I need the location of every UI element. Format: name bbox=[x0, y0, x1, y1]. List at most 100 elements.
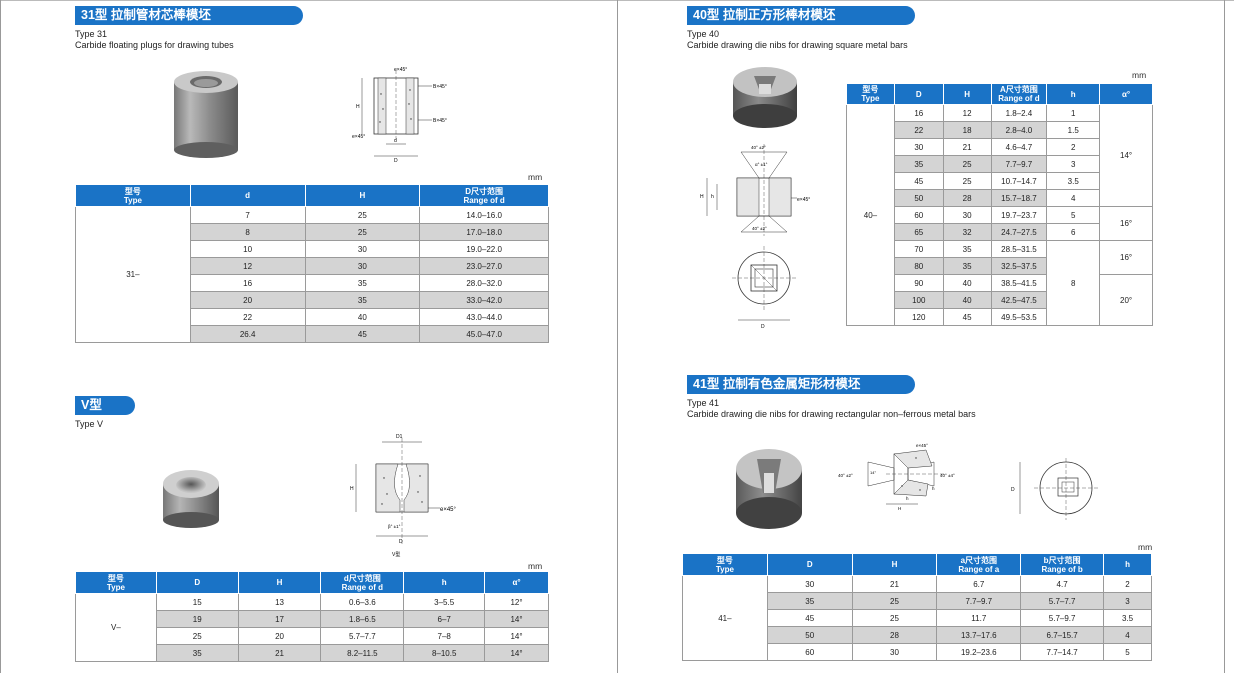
table-cell: 14.0–16.0 bbox=[419, 206, 549, 224]
header-d: D bbox=[155, 571, 239, 594]
table-cell: 7–8 bbox=[403, 627, 486, 645]
table-cell: 28.0–32.0 bbox=[419, 274, 549, 292]
section-title: 41型 拉制有色金属矩形材模坯 bbox=[687, 375, 915, 394]
table-cell: 25 bbox=[942, 155, 992, 173]
type40-product-image bbox=[733, 67, 797, 128]
table-cell: 3 bbox=[1103, 592, 1152, 610]
model-cell: 31– bbox=[75, 206, 191, 343]
table-cell: 2.8–4.0 bbox=[990, 121, 1048, 139]
section-typeV-header: V型 Type V bbox=[75, 396, 135, 430]
table-cell: 3–5.5 bbox=[403, 593, 486, 611]
header-type: 型号 Type bbox=[846, 83, 895, 105]
table-cell: 7 bbox=[189, 206, 306, 224]
model-cell: 40– bbox=[846, 104, 895, 326]
table-cell: 49.5–53.5 bbox=[990, 308, 1048, 326]
alpha-cell: 16° bbox=[1099, 240, 1153, 275]
table-cell: 28 bbox=[851, 626, 938, 644]
label-chamfer: e×45° bbox=[797, 197, 810, 203]
table-cell: 28.5–31.5 bbox=[990, 240, 1048, 258]
page-right-border bbox=[1224, 0, 1225, 673]
description: Carbide drawing die nibs for drawing rec… bbox=[687, 409, 976, 419]
type41-technical-drawing: e×45° 40° ±2° 14° 40° ±4° h h H bbox=[838, 443, 955, 510]
header-h: H bbox=[942, 83, 992, 105]
table-cell: 12 bbox=[189, 257, 306, 275]
table-cell: 15.7–18.7 bbox=[990, 189, 1048, 207]
table-cell: 12 bbox=[942, 104, 992, 122]
table-cell: 35 bbox=[942, 257, 992, 275]
table-cell: 22 bbox=[189, 308, 306, 326]
table-cell: 7.7–9.7 bbox=[936, 592, 1022, 610]
table-cell: 40 bbox=[942, 291, 992, 309]
table-cell: 35 bbox=[893, 155, 944, 173]
header-d: d bbox=[189, 184, 306, 207]
table-cell: 16 bbox=[189, 274, 306, 292]
table-cell: 1.8–2.4 bbox=[990, 104, 1048, 122]
label-d-large: D bbox=[394, 158, 398, 164]
label-angle-left: 40° ±2° bbox=[838, 473, 853, 478]
unit-label: mm bbox=[1138, 542, 1153, 552]
label-chamfer: e×45° bbox=[440, 507, 457, 513]
header-d: D bbox=[893, 83, 944, 105]
table-cell: 7.7–9.7 bbox=[990, 155, 1048, 173]
table-cell: 19.2–23.6 bbox=[936, 643, 1022, 661]
header-d: D bbox=[766, 553, 853, 576]
table-cell: 35 bbox=[766, 592, 853, 610]
label-h-big: H bbox=[898, 506, 901, 510]
section-title: 40型 拉制正方形棒材模坯 bbox=[687, 6, 915, 25]
unit-label: mm bbox=[528, 561, 543, 571]
table-cell: 17 bbox=[237, 610, 322, 628]
section-type31-header: 31型 拉制管材芯棒模坯 Type 31 Carbide floating pl… bbox=[75, 6, 305, 51]
alpha-cell: 16° bbox=[1099, 206, 1153, 241]
drawing-caption: V型 bbox=[392, 551, 400, 558]
label-d1: D1 bbox=[396, 434, 403, 440]
table-cell: 5.7–7.7 bbox=[320, 627, 405, 645]
label-alpha: α° ±1° bbox=[755, 162, 768, 167]
table-cell: 25 bbox=[851, 592, 938, 610]
label-h: H bbox=[356, 104, 360, 110]
header-alpha: α° bbox=[1099, 83, 1153, 105]
table-cell: 38.5–41.5 bbox=[990, 274, 1048, 292]
unit-label: mm bbox=[528, 172, 543, 182]
table-cell: 18 bbox=[942, 121, 992, 139]
page-left-border bbox=[0, 0, 1, 673]
table-cell: 7.7–14.7 bbox=[1020, 643, 1105, 661]
type-label: Type 31 bbox=[75, 29, 108, 39]
header-type: 型号 Type bbox=[682, 553, 768, 576]
table-cell: 35 bbox=[942, 240, 992, 258]
type-label: Type 41 bbox=[687, 398, 720, 408]
table-cell: 26.4 bbox=[189, 325, 306, 343]
table-cell: 14° bbox=[484, 644, 549, 662]
table-cell: 24.7–27.5 bbox=[990, 223, 1048, 241]
header-range: D尺寸范围 Range of d bbox=[419, 184, 549, 207]
table-cell: 35 bbox=[304, 291, 421, 309]
table-cell: 28 bbox=[942, 189, 992, 207]
label-h2: h bbox=[932, 486, 935, 491]
table-cell: 45 bbox=[766, 609, 853, 627]
table-cell: 30 bbox=[851, 643, 938, 661]
table-cell: 4.6–4.7 bbox=[990, 138, 1048, 156]
section-title: V型 bbox=[75, 396, 135, 415]
alpha-cell: 20° bbox=[1099, 274, 1153, 326]
table-cell: 12° bbox=[484, 593, 549, 611]
label-chamfer-top: e×45° bbox=[394, 67, 407, 73]
table-cell: 32 bbox=[942, 223, 992, 241]
label-d: D bbox=[761, 324, 765, 330]
label-angle-bottom: 40° ±2° bbox=[752, 226, 767, 231]
alpha-cell: 14° bbox=[1099, 104, 1153, 207]
type41-product-image bbox=[736, 449, 802, 529]
table-cell: 20 bbox=[189, 291, 306, 309]
header-range-a: a尺寸范围 Range of a bbox=[936, 553, 1022, 576]
header-h: H bbox=[304, 184, 421, 207]
table-cell: 45 bbox=[893, 172, 944, 190]
table-cell: 19 bbox=[155, 610, 239, 628]
